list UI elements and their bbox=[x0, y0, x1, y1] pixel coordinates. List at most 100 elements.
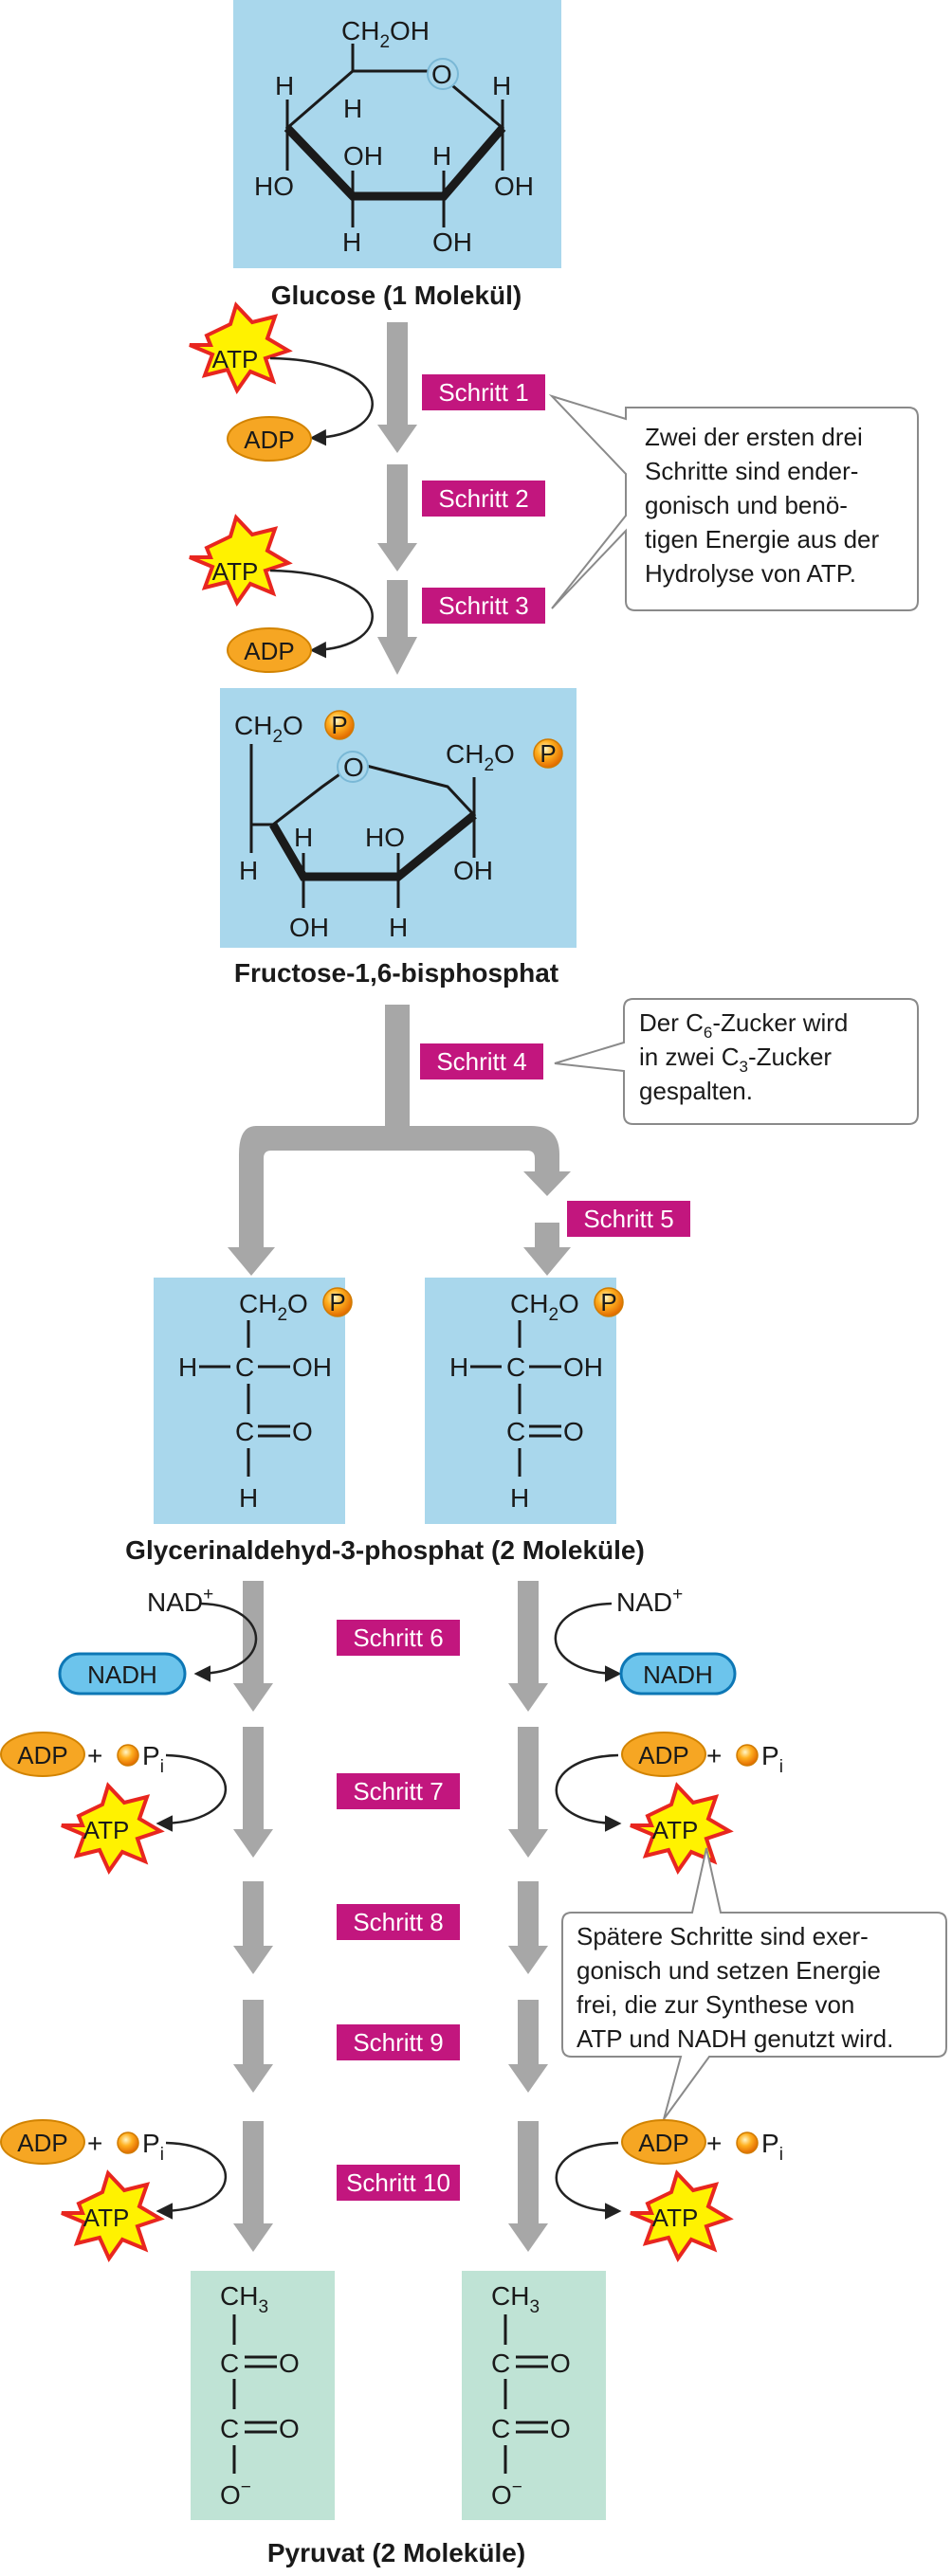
step-2: Schritt 2 bbox=[422, 481, 545, 517]
lower-arrows bbox=[233, 1581, 548, 2252]
step-6: Schritt 6 bbox=[337, 1620, 460, 1656]
svg-text:ATP: ATP bbox=[652, 1816, 699, 1844]
svg-text:in zwei C3-Zucker: in zwei C3-Zucker bbox=[639, 1043, 832, 1076]
glucose-ring-o: O bbox=[431, 60, 452, 89]
svg-text:NADH: NADH bbox=[87, 1660, 157, 1689]
svg-text:OH: OH bbox=[494, 172, 534, 201]
svg-text:P: P bbox=[540, 739, 556, 768]
svg-text:frei, die zur Synthese von: frei, die zur Synthese von bbox=[577, 1990, 854, 2019]
step-7: Schritt 7 bbox=[337, 1773, 460, 1809]
atp-burst-5: ATP bbox=[61, 2169, 165, 2263]
atp-burst-1: ATP bbox=[189, 301, 293, 395]
svg-text:C: C bbox=[220, 2349, 239, 2378]
svg-text:Schritt 6: Schritt 6 bbox=[353, 1624, 443, 1652]
phosphate-2: P bbox=[533, 738, 563, 769]
atp-burst-3: ATP bbox=[61, 1782, 165, 1876]
svg-text:gonisch und benö-: gonisch und benö- bbox=[645, 491, 848, 519]
svg-text:OH: OH bbox=[343, 141, 383, 171]
svg-text:tigen Energie aus der: tigen Energie aus der bbox=[645, 525, 880, 553]
svg-text:H: H bbox=[275, 71, 294, 100]
svg-text:Pi: Pi bbox=[142, 1741, 164, 1777]
note-2: Der C6-Zucker wird in zwei C3-Zucker ges… bbox=[554, 998, 919, 1125]
g3p-left: CH2O P H C OH C O H bbox=[154, 1278, 353, 1524]
svg-text:C: C bbox=[235, 1417, 254, 1446]
svg-text:C: C bbox=[506, 1417, 525, 1446]
svg-text:+: + bbox=[87, 1741, 102, 1770]
reaction-curve-3 bbox=[269, 569, 374, 659]
svg-text:H: H bbox=[239, 1483, 258, 1513]
adp-pill-1: ADP bbox=[227, 416, 312, 462]
svg-text:gonisch und setzen Energie: gonisch und setzen Energie bbox=[577, 1956, 881, 1985]
svg-text:Schritt 9: Schritt 9 bbox=[353, 2028, 443, 2057]
svg-text:ADP: ADP bbox=[17, 1741, 67, 1769]
svg-text:ADP: ADP bbox=[638, 2129, 688, 2157]
svg-text:H: H bbox=[389, 913, 408, 942]
svg-text:OH: OH bbox=[289, 913, 329, 942]
svg-text:Schritt 8: Schritt 8 bbox=[353, 1908, 443, 1936]
atp-burst-6: ATP bbox=[630, 2169, 734, 2263]
svg-text:O: O bbox=[279, 2349, 300, 2378]
svg-text:NADH: NADH bbox=[643, 1660, 713, 1689]
g3p-label: Glycerinaldehyd-3-phosphat (2 Moleküle) bbox=[125, 1535, 645, 1565]
svg-text:H: H bbox=[239, 856, 258, 885]
svg-text:ATP: ATP bbox=[212, 557, 259, 586]
pi-dot bbox=[117, 1744, 139, 1767]
svg-text:C: C bbox=[491, 2414, 510, 2443]
main-arrows-1-3 bbox=[377, 322, 417, 675]
svg-text:O: O bbox=[550, 2414, 571, 2443]
svg-text:HO: HO bbox=[254, 172, 294, 201]
svg-text:OH: OH bbox=[453, 856, 493, 885]
svg-text:C: C bbox=[220, 2414, 239, 2443]
svg-text:H: H bbox=[294, 823, 313, 852]
svg-text:P: P bbox=[329, 1288, 345, 1316]
svg-text:H: H bbox=[432, 141, 451, 171]
nadh-pill-right: NADH bbox=[619, 1652, 737, 1696]
nad-right: NAD+ bbox=[616, 1585, 683, 1617]
svg-text:Pi: Pi bbox=[761, 2129, 783, 2165]
atp-burst-4: ATP bbox=[630, 1782, 734, 1876]
svg-text:C: C bbox=[235, 1352, 254, 1382]
step-9: Schritt 9 bbox=[337, 2024, 460, 2060]
g3p-right: CH2O P H C OH C O H bbox=[425, 1278, 624, 1524]
svg-text:Schritt 4: Schritt 4 bbox=[436, 1047, 526, 1076]
svg-text:Pi: Pi bbox=[761, 1741, 783, 1777]
step-8: Schritt 8 bbox=[337, 1904, 460, 1940]
adp-pill-2: ADP bbox=[227, 627, 312, 673]
phosphate-1: P bbox=[324, 710, 355, 740]
svg-text:Schritte sind ender-: Schritte sind ender- bbox=[645, 457, 858, 485]
note-3: Spätere Schritte sind exer- gonisch und … bbox=[561, 1847, 947, 2120]
step-4: Schritt 4 bbox=[420, 1043, 543, 1079]
svg-text:Schritt 3: Schritt 3 bbox=[438, 591, 528, 620]
adp-pill-6: ADP bbox=[621, 2119, 706, 2165]
svg-text:Hydrolyse von ATP.: Hydrolyse von ATP. bbox=[645, 559, 856, 588]
svg-text:gespalten.: gespalten. bbox=[639, 1077, 753, 1105]
svg-text:ATP: ATP bbox=[83, 1816, 130, 1844]
atp-burst-2: ATP bbox=[189, 514, 293, 608]
svg-text:+: + bbox=[706, 1741, 722, 1770]
step-1: Schritt 1 bbox=[422, 374, 545, 410]
svg-text:ATP: ATP bbox=[212, 345, 259, 373]
svg-text:ADP: ADP bbox=[244, 426, 294, 454]
pyruvate-left: CH3 C O C O O− bbox=[191, 2271, 335, 2520]
svg-text:ATP und NADH genutzt wird.: ATP und NADH genutzt wird. bbox=[577, 2024, 893, 2053]
nad-left: NAD+ bbox=[147, 1585, 213, 1617]
svg-text:H: H bbox=[343, 94, 362, 123]
split-arrow bbox=[228, 1005, 571, 1276]
svg-text:P: P bbox=[331, 711, 347, 739]
svg-text:ATP: ATP bbox=[83, 2204, 130, 2232]
svg-text:HO: HO bbox=[365, 823, 405, 852]
step-5: Schritt 5 bbox=[567, 1201, 690, 1237]
svg-text:O: O bbox=[563, 1417, 584, 1446]
svg-text:C: C bbox=[491, 2349, 510, 2378]
reaction-curve-1 bbox=[269, 356, 374, 446]
pyruvate-label: Pyruvat (2 Moleküle) bbox=[267, 2538, 525, 2567]
step-3: Schritt 3 bbox=[422, 588, 545, 624]
svg-text:Zwei der ersten drei: Zwei der ersten drei bbox=[645, 423, 863, 451]
svg-text:O: O bbox=[550, 2349, 571, 2378]
svg-text:OH: OH bbox=[432, 227, 472, 257]
svg-text:H: H bbox=[178, 1352, 197, 1382]
svg-text:Schritt 1: Schritt 1 bbox=[438, 378, 528, 407]
svg-text:P: P bbox=[600, 1288, 616, 1316]
svg-text:O: O bbox=[279, 2414, 300, 2443]
